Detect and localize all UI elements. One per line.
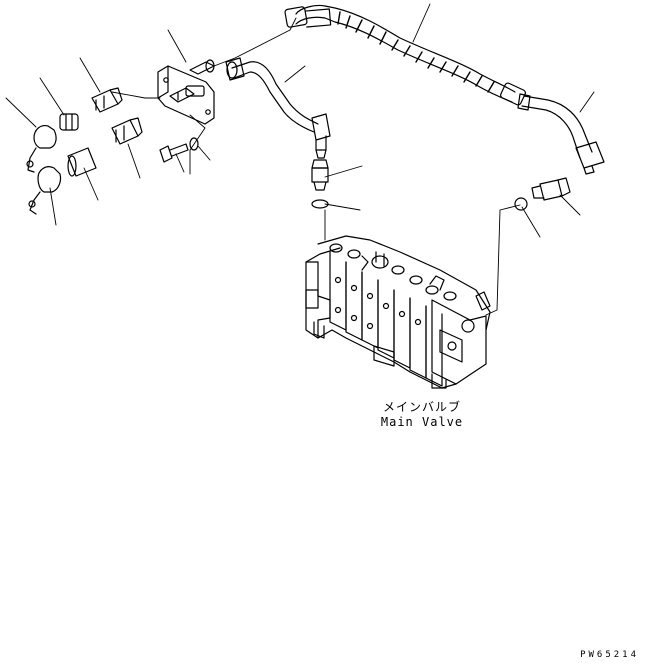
main-valve-label-jp: メインバルブ <box>382 400 461 414</box>
pipe-to-hose-end <box>214 18 296 66</box>
mounting-bracket <box>158 66 214 124</box>
valve-spool-tops <box>330 244 456 300</box>
hose-end-left <box>285 6 308 27</box>
plug <box>60 114 78 130</box>
nipple-1 <box>92 88 122 112</box>
o-ring-1 <box>312 200 328 208</box>
main-valve-label-en: Main Valve <box>380 415 464 429</box>
bolt <box>160 144 188 162</box>
leader-adapter <box>325 166 362 177</box>
leader-oring-1 <box>325 204 360 210</box>
leader-washer <box>198 146 210 160</box>
leader-elbow-tube <box>285 66 305 82</box>
leader-nipple-1 <box>80 58 100 92</box>
adapter <box>312 160 328 190</box>
pipe-to-valve-right <box>486 205 520 315</box>
elbow-tube <box>226 58 330 158</box>
leader-cap-1 <box>6 98 36 127</box>
right-elbow-tube <box>518 94 604 174</box>
hose-end-right <box>500 82 527 106</box>
leader-oring-2 <box>522 207 540 237</box>
leader-bracket <box>168 30 186 62</box>
main-valve <box>306 236 490 388</box>
leader-hose <box>413 4 430 42</box>
nipple-2 <box>112 118 142 144</box>
elbow-fitting <box>532 178 570 200</box>
leader-sleeve <box>84 168 98 200</box>
leader-elbow-fitting <box>560 195 580 215</box>
sleeve <box>68 148 96 176</box>
washer <box>190 138 198 150</box>
leader-plug <box>40 78 64 115</box>
piping-lines <box>214 18 520 315</box>
valve-bolts <box>336 278 421 329</box>
leader-pipe-to-valve <box>190 115 205 174</box>
leader-tee <box>580 92 594 112</box>
cap-1 <box>27 126 56 172</box>
leader-nipple-2 <box>128 144 140 178</box>
cap-2 <box>29 167 61 214</box>
hydraulic-hose <box>285 5 527 105</box>
o-ring-2 <box>515 198 527 210</box>
leader-connector <box>112 92 160 98</box>
drawing-code: PW65214 <box>580 650 639 660</box>
leader-bolt <box>176 154 184 172</box>
leader-lines <box>6 4 594 237</box>
hose-wrap-marks <box>338 12 494 92</box>
bracket-connector <box>170 60 214 102</box>
leader-cap-2 <box>50 188 56 225</box>
